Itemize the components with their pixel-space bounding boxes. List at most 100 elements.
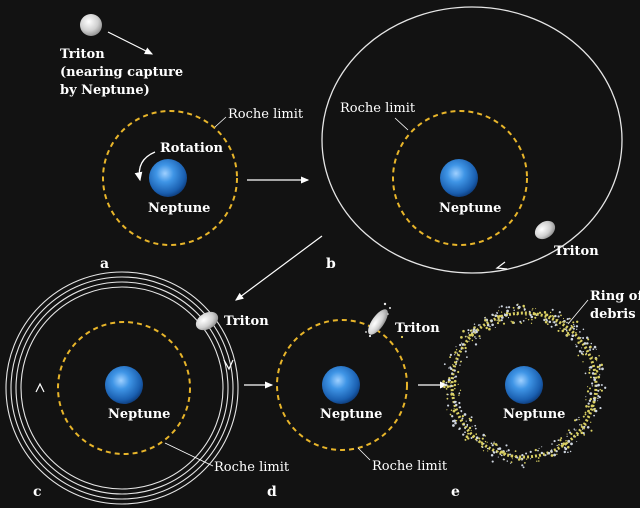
debris-particle <box>453 374 455 376</box>
debris-particle <box>566 433 568 435</box>
debris-particle <box>477 324 480 326</box>
debris-particle <box>467 332 470 334</box>
debris-particle <box>516 303 519 307</box>
debris-particle <box>562 442 566 446</box>
debris-particle <box>541 446 543 448</box>
debris-particle <box>579 331 581 333</box>
debris-particle <box>522 304 525 308</box>
debris-particle <box>455 349 458 351</box>
debris-particle <box>510 320 512 322</box>
debris-particle <box>524 462 526 464</box>
debris-particle <box>470 432 472 435</box>
debris-particle <box>506 450 508 452</box>
debris-particle <box>589 392 593 395</box>
debris-particle <box>583 425 586 428</box>
debris-particle <box>525 314 527 316</box>
panel-letter-a: a <box>100 256 109 272</box>
debris-particle <box>567 445 570 449</box>
debris-particle <box>531 309 533 311</box>
debris-particle <box>460 411 462 413</box>
debris-particle <box>458 401 461 405</box>
debris-particle <box>578 416 580 419</box>
debris-particle <box>510 461 513 463</box>
debris-particle <box>553 440 556 443</box>
debris-particle <box>460 342 463 344</box>
debris-particle <box>509 453 512 456</box>
debris-particle <box>482 433 485 437</box>
debris-particle <box>560 437 563 440</box>
debris-particle <box>450 383 452 385</box>
debris-particle <box>480 445 483 448</box>
debris-particle <box>559 321 562 324</box>
debris-particle <box>475 330 478 334</box>
debris-particle <box>496 322 500 325</box>
debris-particle <box>447 404 450 407</box>
debris-particle <box>472 435 475 439</box>
debris-particle <box>473 323 476 325</box>
debris-particle <box>591 385 593 387</box>
debris-particle <box>546 323 549 325</box>
debris-particle <box>581 351 583 353</box>
debris-particle <box>462 329 465 333</box>
debris-particle <box>598 395 601 399</box>
debris-particle <box>527 318 530 321</box>
debris-particle <box>457 359 459 361</box>
debris-particle <box>558 311 561 314</box>
debris-particle <box>500 319 503 322</box>
debris-particle <box>453 376 456 378</box>
panel-letter-b: b <box>326 256 336 272</box>
debris-particle <box>575 331 577 334</box>
debris-particle <box>447 380 450 383</box>
debris-particle <box>514 450 517 452</box>
debris-particle <box>575 429 577 431</box>
debris-particle <box>530 322 533 324</box>
debris-particle <box>587 405 590 408</box>
debris-particle <box>453 419 457 423</box>
debris-particle <box>443 363 446 366</box>
debris-particle <box>604 386 607 389</box>
debris-particle <box>484 440 487 443</box>
debris-particle <box>543 311 547 314</box>
debris-particle <box>570 442 573 446</box>
debris-particle <box>553 321 556 324</box>
neptune-label: Neptune <box>320 407 382 422</box>
debris-particle <box>554 314 557 318</box>
debris-particle <box>598 354 600 357</box>
debris-particle <box>512 306 515 309</box>
debris-particle <box>586 390 590 393</box>
debris-particle <box>495 451 498 453</box>
debris-particle <box>534 312 537 316</box>
debris-particle <box>584 372 587 375</box>
debris-particle <box>449 356 452 359</box>
orbit-direction-arrow <box>35 382 45 393</box>
debris-particle <box>474 343 478 346</box>
debris-particle <box>474 336 476 338</box>
debris-particle <box>480 441 483 444</box>
debris-particle <box>495 314 498 316</box>
debris-particle <box>454 351 457 354</box>
debris-particle <box>491 444 494 447</box>
debris-particle <box>516 313 519 316</box>
spiral-orbit <box>10 276 234 500</box>
debris-particle <box>452 377 454 380</box>
debris-particle <box>470 437 473 439</box>
debris-particle <box>453 383 457 387</box>
debris-particle <box>588 369 591 371</box>
debris-particle <box>451 415 454 418</box>
debris-particle <box>577 341 580 344</box>
debris-particle <box>561 329 565 333</box>
debris-particle <box>598 364 602 367</box>
debris-particle <box>592 348 595 351</box>
debris-particle <box>493 441 495 443</box>
debris-particle <box>588 366 591 369</box>
debris-particle <box>597 397 599 400</box>
debris-particle <box>497 320 499 322</box>
triton-body <box>368 309 388 335</box>
debris-particle <box>590 342 593 345</box>
spiral-orbit <box>15 281 229 495</box>
debris-particle <box>467 429 469 432</box>
debris-particle <box>454 400 457 403</box>
triton-orbit <box>321 6 623 274</box>
debris-particle <box>573 324 575 326</box>
debris-particle <box>574 429 576 431</box>
